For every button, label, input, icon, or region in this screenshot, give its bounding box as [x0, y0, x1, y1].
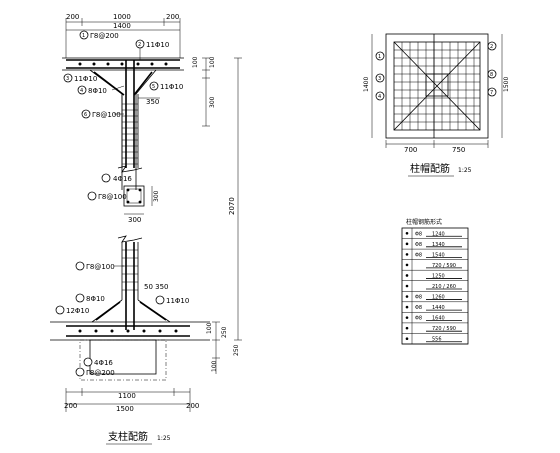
callout-5	[149, 81, 159, 91]
lower-dim-100: 100	[206, 322, 213, 334]
table-row-marker	[405, 295, 409, 298]
column-elevation: 200 1000 200 1400	[62, 13, 242, 341]
label-section-stirrup: Γ8@100	[98, 193, 127, 201]
table-cell-length: 1640	[432, 316, 445, 322]
table-cell-length: 1240	[432, 231, 445, 237]
label-base-right: 11Φ10	[166, 297, 189, 305]
table-cell-code: Φ8	[415, 252, 422, 258]
callout-3-text: 3	[66, 76, 69, 82]
right-dim-300: 300	[209, 96, 216, 108]
table-row-marker	[405, 284, 409, 288]
right-scale: 1:25	[458, 167, 472, 174]
label-base-inner: 8Φ10	[86, 295, 105, 303]
dim-50-350: 50 350	[144, 283, 169, 291]
bottom-dim-1500: 1500	[116, 405, 134, 413]
label-base-bottom-bars: 4Φ16	[94, 359, 113, 367]
label-cap-right: 11Φ10	[160, 83, 183, 91]
table-cell-code: Φ8	[415, 242, 422, 248]
callout-1-text: 1	[82, 33, 85, 39]
bottom-dim-200-left: 200	[64, 402, 77, 410]
table-row-marker	[405, 326, 409, 330]
table-row-marker	[405, 337, 409, 341]
plan-dim-1400: 1400	[363, 77, 370, 92]
plan-callout-2: 2	[490, 44, 493, 50]
top-dim-1000: 1000	[113, 13, 131, 21]
plan-callout-1: 1	[378, 54, 381, 60]
callout-5-text: 5	[152, 84, 155, 90]
table-row-marker	[405, 263, 409, 267]
left-scale: 1:25	[157, 435, 171, 442]
table-cell-code: Φ8	[415, 305, 422, 311]
stirrups-upper	[122, 103, 138, 165]
table-row-marker	[405, 274, 409, 277]
label-cap-side: 11Φ10	[146, 41, 169, 49]
table-cell-length: 556	[432, 337, 442, 343]
table-cell-length: 720 / 590	[432, 263, 456, 269]
right-dim-100-b: 100	[209, 56, 216, 68]
column-section: 4Φ16 Γ8@100 300 300	[87, 173, 160, 224]
table-cell-length: 1250	[432, 273, 445, 279]
label-cap-left: 11Φ10	[74, 75, 97, 83]
callout-2-text: 2	[138, 42, 141, 48]
lower-dim-250-b: 250	[233, 344, 240, 356]
table-cell-code: Φ8	[415, 231, 422, 237]
table-cell-code: Φ8	[415, 295, 422, 301]
table-cell-code: Φ8	[415, 316, 422, 322]
cap-plan: 1 3 4 2 8 7 1400 1500 700 750 柱帽配筋 1:25	[363, 33, 510, 177]
callout-6	[81, 109, 91, 119]
top-dim-1400: 1400	[113, 22, 131, 30]
callout-4	[77, 85, 87, 95]
table-row-marker	[405, 253, 409, 256]
total-height-2070: 2070	[228, 197, 236, 215]
top-dim-200-left: 200	[66, 13, 79, 21]
table-cell-length: 720 / 590	[432, 326, 456, 332]
dim-350-upper: 350	[146, 98, 159, 106]
plan-callout-7: 7	[490, 90, 493, 96]
label-cap-top-stirrup: Γ8@200	[90, 32, 119, 40]
table-row-marker	[405, 242, 409, 246]
plan-callout-3: 3	[378, 76, 381, 82]
callout-6-text: 6	[84, 112, 87, 118]
right-title: 柱帽配筋	[410, 162, 450, 175]
lower-dim-250-a: 250	[221, 326, 228, 338]
table-cell-length: 1340	[432, 242, 445, 248]
table-cell-length: 1440	[432, 305, 445, 311]
table-row-marker	[405, 316, 409, 319]
section-dim-300-h: 300	[153, 190, 160, 202]
plan-dim-700: 700	[404, 146, 417, 154]
table-row-marker	[405, 231, 409, 235]
label-base-left: 12Φ10	[66, 307, 89, 315]
bottom-dim-1100: 1100	[118, 392, 136, 400]
section-dim-300-w: 300	[128, 216, 141, 224]
top-dim-200-right: 200	[166, 13, 179, 21]
bottom-dim-200-right: 200	[186, 402, 199, 410]
table-cell-length: 1540	[432, 252, 445, 258]
table-cell-length: 210 / 260	[432, 284, 456, 290]
label-column-bars: 4Φ16	[113, 175, 132, 183]
lower-dim-100-b: 100	[211, 360, 218, 372]
label-cap-inner: 8Φ10	[88, 87, 107, 95]
table-cell-length: 1260	[432, 295, 445, 301]
left-title: 支柱配筋	[108, 430, 148, 443]
callout-4-text: 4	[80, 88, 83, 94]
callout-1-top	[79, 30, 89, 40]
plan-dim-750: 750	[452, 146, 465, 154]
table-row-marker	[405, 305, 409, 309]
right-dim-100-a: 100	[192, 56, 199, 68]
column-base: Γ8@100 8Φ10 50 350 11Φ10 12Φ10 4Φ16 Γ8@2…	[50, 242, 240, 413]
plan-callout-4: 4	[378, 94, 381, 100]
plan-callout-8: 8	[490, 72, 493, 78]
label-base-bottom-stirrup: Γ8@200	[86, 369, 115, 377]
callout-3	[63, 73, 73, 83]
label-stirrup-upper: Γ8@100	[92, 111, 121, 119]
plan-dim-1500: 1500	[503, 77, 510, 92]
label-stirrup-lower: Γ8@100	[86, 263, 115, 271]
table-title: 柱帽钢筋形式	[406, 218, 442, 226]
